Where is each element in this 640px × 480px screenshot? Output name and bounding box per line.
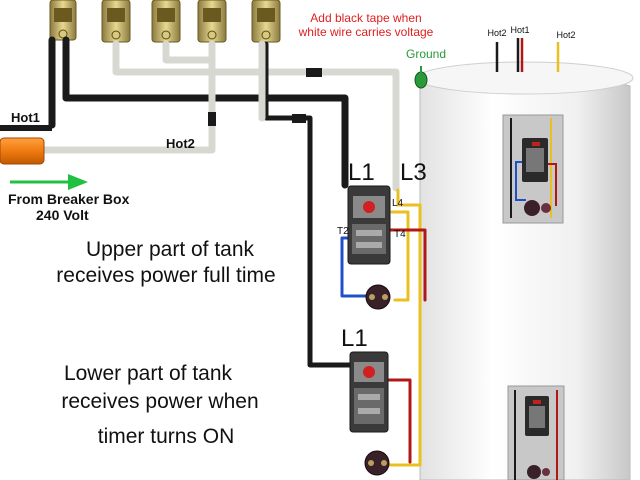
reset-button-icon — [363, 201, 375, 213]
terminal-t2-label: T2 — [337, 226, 349, 237]
lower-description-line3: timer turns ON — [98, 425, 235, 448]
terminal-l1-lower-label: L1 — [341, 325, 368, 352]
hot2-white-wire — [36, 40, 216, 154]
ground-label: Ground — [406, 47, 446, 61]
red-wire-t4 — [381, 228, 427, 302]
terminal-l1-upper-label: L1 — [348, 159, 375, 186]
tank-hot1-label: Hot1 — [510, 25, 529, 35]
source-label: From Breaker Box — [8, 191, 130, 207]
lower-heating-element — [364, 450, 390, 476]
lower-description-line1: Lower part of tank — [64, 362, 233, 385]
terminal-block-3 — [151, 0, 181, 43]
upper-thermostat — [347, 185, 391, 265]
water-heater-tank — [416, 38, 634, 480]
tape-note-line1: Add black tape when — [310, 11, 421, 25]
hot1-label: Hot1 — [11, 110, 40, 125]
black-tape-marker-hot2 — [208, 112, 216, 126]
terminal-block-4 — [197, 0, 227, 43]
black-tape-marker — [306, 68, 322, 77]
hot2-label: Hot2 — [166, 136, 195, 151]
tank-hot2-right-label: Hot2 — [556, 30, 575, 40]
wiring — [36, 36, 427, 467]
hot1-wire-to-lower-l1 — [263, 41, 353, 368]
white-wire-to-l3 — [112, 40, 400, 192]
terminal-t4-label: T4 — [394, 229, 406, 240]
lower-thermostat — [349, 351, 389, 433]
terminal-l3-label: L3 — [400, 159, 427, 186]
tank-upper-panel — [502, 114, 564, 224]
terminal-block-1 — [49, 0, 77, 41]
yellow-wire-l3 — [383, 188, 422, 467]
tank-hot2-left-label: Hot2 — [487, 28, 506, 38]
tape-note-line2: white wire carries voltage — [298, 25, 434, 39]
terminal-block-5 — [251, 0, 281, 43]
hot1-wire-to-upper-l1 — [62, 36, 349, 189]
conduit-from-breaker — [0, 125, 52, 165]
source-arrow — [10, 174, 88, 190]
callout-text: Add black tape when white wire carries v… — [298, 11, 446, 61]
blue-wire-t2 — [340, 236, 370, 298]
upper-description-line1: Upper part of tank — [86, 238, 255, 261]
terminal-l4-label: L4 — [392, 198, 404, 209]
reset-button-icon-lower — [363, 366, 375, 378]
upper-description-line2: receives power full time — [56, 264, 275, 287]
yellow-wire-l4 — [390, 210, 410, 302]
voltage-label: 240 Volt — [36, 207, 89, 223]
ground-connector-icon — [414, 66, 428, 89]
terminal-block-2 — [101, 0, 131, 43]
upper-heating-element — [365, 284, 391, 310]
lower-description-line2: receives power when — [61, 390, 258, 413]
red-wire-lower — [386, 378, 412, 464]
tank-lower-panel — [507, 385, 565, 480]
terminal-block-row — [49, 0, 281, 43]
white-wire-loop — [162, 40, 212, 64]
